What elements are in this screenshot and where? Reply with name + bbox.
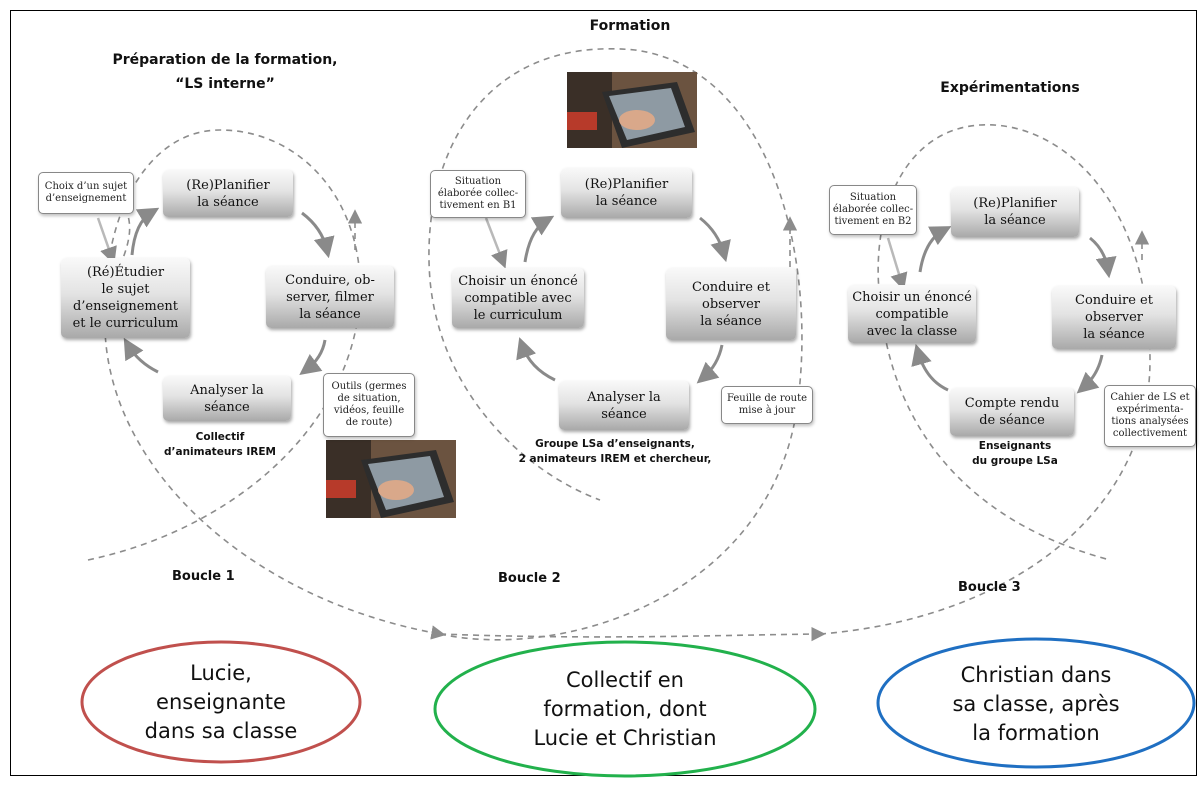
step-choose-3: Choisir un énoncé compatible avec la cla… bbox=[848, 285, 976, 343]
step-plan-1: (Re)Planifier la séance bbox=[163, 170, 293, 217]
note-input-2: Situation élaborée collec- tivement en B… bbox=[430, 170, 526, 218]
step-analyze-1: Analyser la séance bbox=[163, 376, 291, 421]
step-study-1: (Ré)Étudier le sujet d’enseignement et l… bbox=[61, 258, 190, 338]
cycle-arrows-loop-3 bbox=[911, 226, 1117, 394]
ellipse-blue bbox=[876, 637, 1196, 769]
step-report-3: Compte rendu de séance bbox=[950, 388, 1074, 436]
note-output-3: Cahier de LS et expérimenta- tions analy… bbox=[1104, 385, 1196, 447]
photo-laptop-icon bbox=[567, 72, 697, 148]
caption-loop-1: Collectif d’animateurs IREM bbox=[163, 431, 276, 458]
classroom-photo-bottom bbox=[326, 440, 456, 518]
ellipse-red bbox=[80, 640, 362, 764]
note-input-3: Situation élaborée collec- tivement en B… bbox=[829, 185, 917, 235]
note-output-2: Feuille de route mise à jour bbox=[721, 386, 813, 424]
cycle-arrows-loop-2 bbox=[516, 215, 731, 384]
loop-label-2: Boucle 2 bbox=[498, 571, 561, 586]
note-connectors bbox=[96, 217, 908, 291]
section-title-1: Préparation de la formation, “LS interne… bbox=[112, 52, 338, 92]
ellipse-text-1: Lucie, enseignante dans sa classe bbox=[144, 660, 298, 743]
step-choose-2: Choisir un énoncé compatible avec le cur… bbox=[452, 268, 584, 328]
section-title-3: Expérimentations bbox=[940, 80, 1080, 96]
note-input-1: Choix d’un sujet d’enseignement bbox=[38, 172, 134, 214]
cycle-arrows-loop-1 bbox=[123, 207, 335, 376]
step-plan-3: (Re)Planifier la séance bbox=[951, 187, 1079, 237]
section-title-2: Formation bbox=[589, 18, 671, 34]
step-conduct-2: Conduire et observer la séance bbox=[666, 268, 796, 340]
caption-loop-2: Groupe LSa d’enseignants, 2 animateurs I… bbox=[518, 438, 712, 465]
ellipse-text-2: Collectif en formation, dont Lucie et Ch… bbox=[533, 667, 717, 750]
loop-label-3: Boucle 3 bbox=[958, 580, 1021, 595]
note-output-1: Outils (germes de situation, vidéos, feu… bbox=[323, 373, 415, 437]
classroom-photo-top bbox=[567, 72, 697, 148]
step-plan-2: (Re)Planifier la séance bbox=[561, 168, 692, 218]
ellipse-text-3: Christian dans sa classe, après la forma… bbox=[952, 662, 1120, 745]
step-conduct-3: Conduire et observer la séance bbox=[1052, 286, 1176, 349]
step-analyze-2: Analyser la séance bbox=[559, 381, 689, 430]
loop-label-1: Boucle 1 bbox=[172, 569, 235, 584]
caption-loop-3: Enseignants du groupe LSa bbox=[972, 440, 1058, 467]
photo-laptop-icon-2 bbox=[326, 440, 456, 518]
ellipse-green bbox=[433, 640, 817, 778]
step-conduct-1: Conduire, ob- server, filmer la séance bbox=[266, 266, 394, 328]
